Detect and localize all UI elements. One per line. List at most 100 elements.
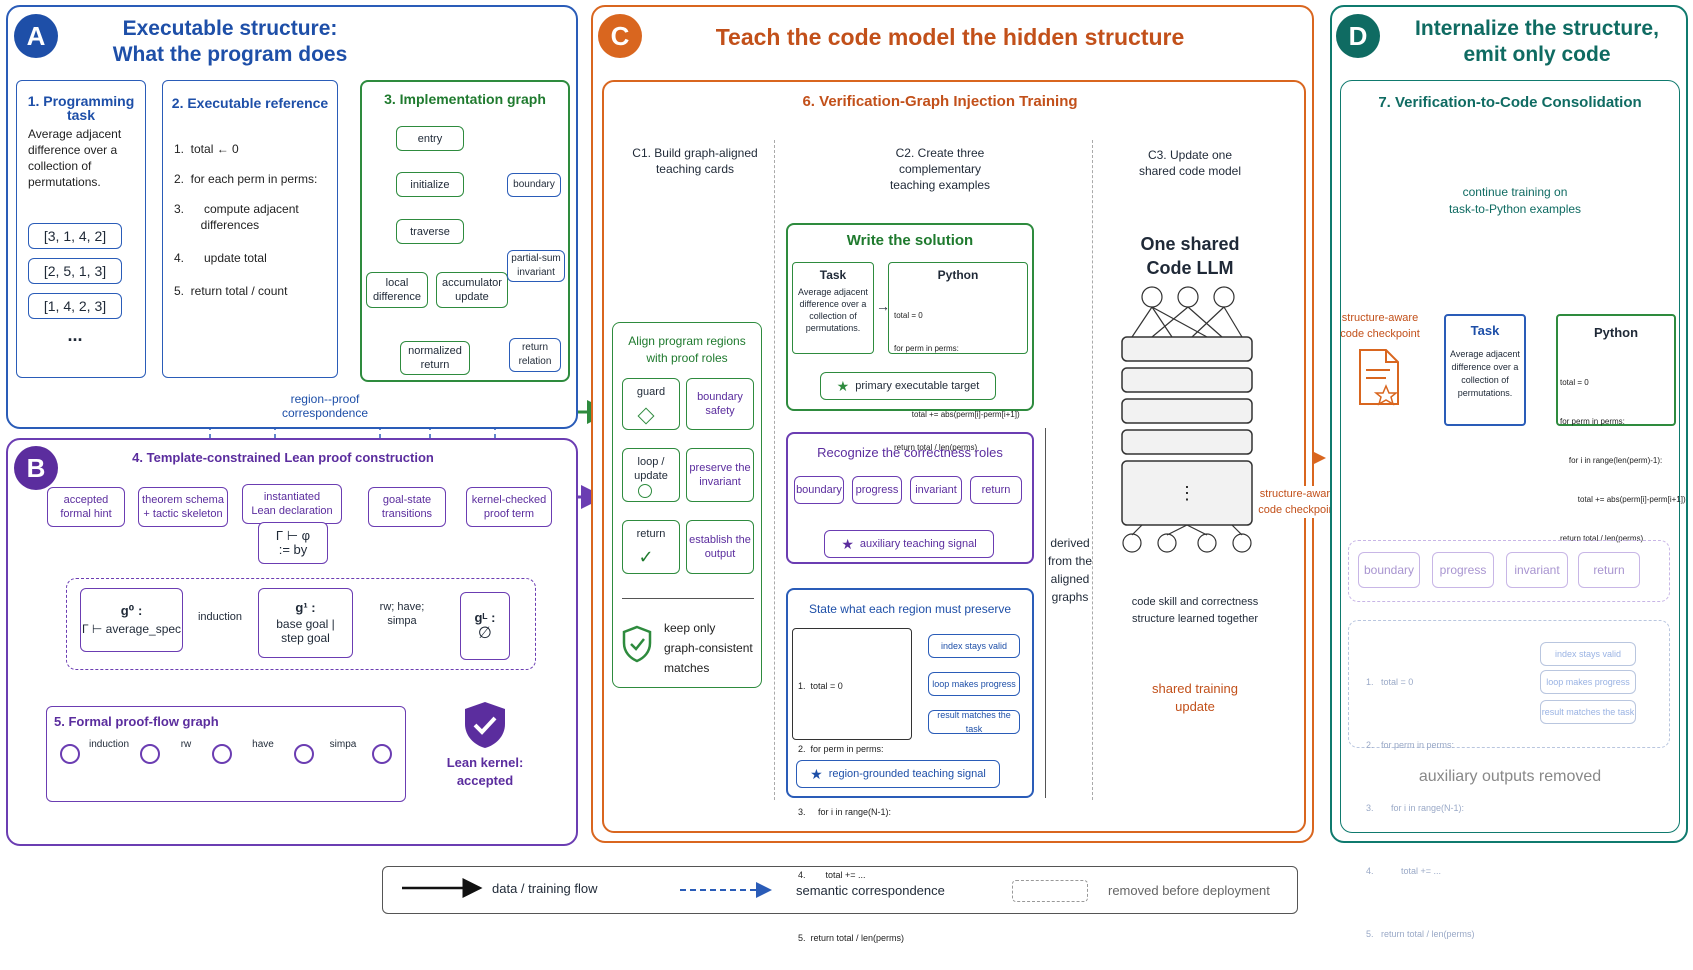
goal-gl-label: gᴸ :	[474, 610, 496, 625]
legend-removed-label: removed before deployment	[1108, 883, 1270, 898]
panel-c-title: Teach the code model the hidden structur…	[715, 24, 1185, 50]
check-icon: ✓	[638, 547, 654, 567]
edge-induction: induction	[197, 611, 243, 623]
node-return-relation: return relation	[509, 338, 561, 372]
flow-node-1	[60, 744, 80, 764]
removed-code-line-4: 4. total += ...	[1366, 866, 1442, 876]
write-card	[786, 223, 1034, 411]
node-local-difference: local difference	[366, 272, 428, 308]
pair-establish-output: establish the output	[686, 520, 754, 574]
d-python-box	[1556, 314, 1676, 426]
llm-title: One shared Code LLM	[1140, 234, 1240, 278]
roles-card	[786, 432, 1034, 564]
cycle-icon	[638, 484, 652, 498]
write-heading: Write the solution	[846, 232, 974, 249]
goal-g1: g¹ : base goal | step goal	[258, 588, 353, 658]
learned-together-label: code skill and correctness structure lea…	[1131, 596, 1259, 625]
removed-code: 1. total = 0 2. for perm in perms: 3. fo…	[1366, 630, 1475, 966]
role-boundary: boundary	[794, 476, 844, 504]
flow-node-3	[212, 744, 232, 764]
write-code-line-4: total += abs(perm[i]-perm[i+1])	[894, 410, 1020, 419]
reference-step-4: 4. update total	[174, 251, 267, 265]
legend-dashed-label: semantic correspondence	[796, 883, 945, 898]
reference-step-1: 1. total ← 0	[174, 142, 239, 156]
shared-update-label: shared training update	[1152, 681, 1238, 714]
flow-edge-rw: rw	[180, 739, 192, 750]
checkpoint-label-c: structure-aware code checkpoint	[1258, 486, 1338, 518]
edge-rw-have-simpa: rw; have; simpa	[379, 601, 425, 627]
note-result-matches: result matches the task	[928, 710, 1020, 734]
llm-network-icon: ⋮	[1121, 286, 1253, 553]
impl-graph-heading: 3. Implementation graph	[384, 91, 546, 107]
removed-role-boundary: boundary	[1358, 552, 1420, 588]
d-task-label: Task	[1470, 323, 1500, 338]
derived-label: derived from the aligned graphs	[1047, 536, 1092, 604]
goal-g1-label: g¹ :	[295, 600, 316, 615]
role-invariant: invariant	[910, 476, 962, 504]
removed-note-result: result matches the task	[1540, 700, 1636, 724]
c2-heading: C2. Create three complementary teaching …	[889, 146, 991, 192]
flow-node-2	[140, 744, 160, 764]
preserve-card	[786, 588, 1034, 798]
lean-step-goal-state: goal-state transitions	[368, 487, 446, 527]
preserve-code-box	[792, 628, 912, 740]
auxiliary-signal-label: auxiliary teaching signal	[859, 538, 977, 550]
flow-edge-induction: induction	[88, 739, 130, 750]
write-task-box	[792, 262, 874, 354]
node-initialize: initialize	[396, 172, 464, 197]
pair-return: return	[622, 520, 680, 574]
write-code-line-2: for perm in perms:	[894, 344, 959, 353]
input-1: [3, 1, 4, 2]	[28, 223, 122, 249]
preserve-code-line-3: 3. for i in range(N-1):	[798, 807, 892, 817]
preserve-code-line-1: 1. total = 0	[798, 681, 843, 691]
d-code-line-2: for perm in perms:	[1560, 417, 1625, 426]
goal-gl: gᴸ : ∅	[460, 592, 510, 660]
removed-code-line-1: 1. total = 0	[1366, 677, 1414, 687]
lean-shield-icon	[465, 702, 505, 748]
flow-edge-have: have	[252, 739, 274, 750]
star-icon-purple: ★	[841, 536, 854, 552]
continue-label: continue training on task-to-Python exam…	[1448, 185, 1582, 216]
reference-heading: 2. Executable reference	[171, 95, 329, 111]
region-signal-label: region-grounded teaching signal	[828, 768, 986, 780]
d-code-line-1: total = 0	[1560, 378, 1589, 387]
lean-kernel-accepted: Lean kernel: accepted	[446, 755, 524, 788]
node-normalized-return: normalized return	[400, 341, 470, 375]
goal-gl-body: ∅	[478, 625, 492, 642]
d-code-line-5: return total / len(perms)	[1560, 534, 1644, 543]
input-2: [2, 5, 1, 3]	[28, 258, 122, 284]
write-code-line-1: total = 0	[894, 311, 923, 320]
preserve-code: 1. total = 0 2. for perm in perms: 3. fo…	[798, 634, 904, 970]
lean-step-instantiated: instantiated Lean declaration	[242, 484, 342, 524]
lean-step-kernel-checked: kernel-checked proof term	[466, 487, 552, 527]
align-heading: Align program regions with proof roles	[628, 334, 746, 365]
training-card	[602, 80, 1306, 833]
primary-target-badge: ★ primary executable target	[820, 372, 996, 400]
lean-declaration: Γ ⊢ φ := by	[258, 522, 328, 564]
region-proof-label: region--proof correspondence	[281, 392, 369, 420]
removed-caption: auxiliary outputs removed	[1418, 768, 1602, 785]
removed-role-return: return	[1578, 552, 1640, 588]
d-task-text: Average adjacent difference over a colle…	[1450, 349, 1520, 398]
roles-heading: Recognize the correctness roles	[817, 445, 1003, 460]
proof-flow-heading: 5. Formal proof-flow graph	[54, 714, 219, 729]
checkpoint-label-d: structure-aware code checkpoint	[1340, 312, 1420, 340]
column-divider-2	[1092, 140, 1093, 800]
reference-step-5: 5. return total / count	[174, 284, 288, 298]
align-card	[612, 322, 762, 688]
node-boundary: boundary	[507, 173, 561, 197]
pair-preserve-invariant: preserve the invariant	[686, 448, 754, 502]
goal-region	[66, 578, 536, 670]
panel-c-badge: C	[598, 14, 642, 58]
shield-check-icon	[622, 625, 652, 663]
d-code-line-3: for i in range(len(perm)-1):	[1560, 456, 1663, 465]
node-entry: entry	[396, 126, 464, 151]
node-partial-sum-invariant: partial-sum invariant	[507, 250, 565, 282]
removed-code-region	[1348, 620, 1670, 748]
preserve-code-line-2: 2. for perm in perms:	[798, 744, 884, 754]
pair-guard: guard	[622, 378, 680, 430]
preserve-heading: State what each region must preserve	[808, 602, 1012, 616]
reference-card	[162, 80, 338, 378]
goal-g0: g⁰ : Γ ⊢ average_spec	[80, 588, 183, 652]
auxiliary-signal-badge: ★ auxiliary teaching signal	[824, 530, 994, 558]
